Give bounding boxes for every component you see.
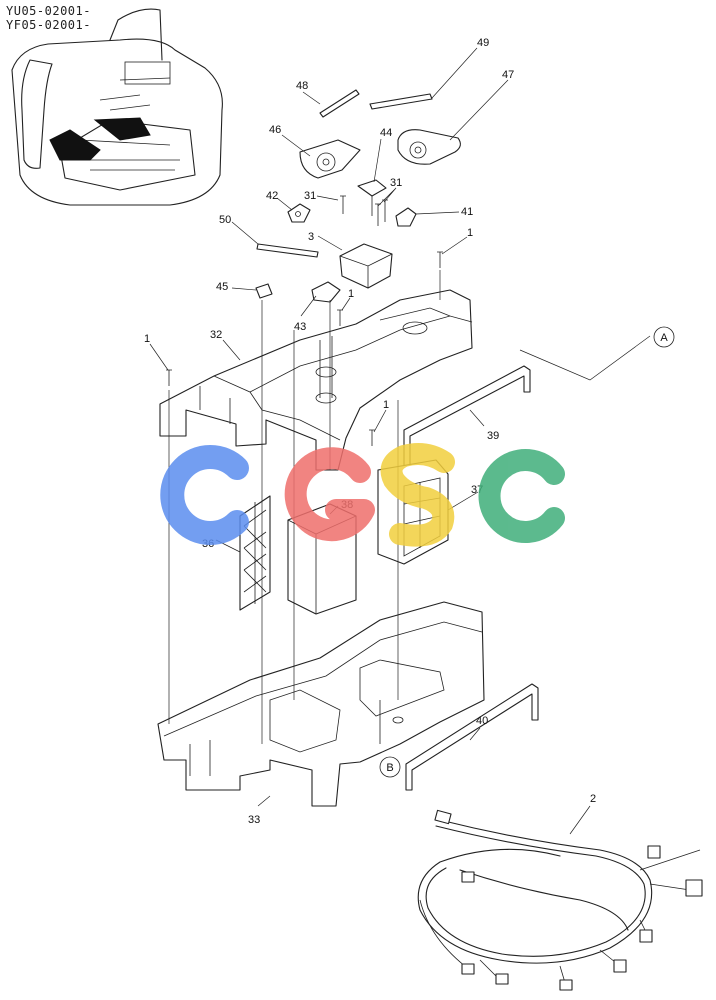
callout-1-left: 1 — [144, 333, 150, 345]
callout-39: 39 — [487, 430, 499, 442]
part-47-bracket — [397, 129, 461, 165]
callout-47: 47 — [502, 69, 514, 81]
serial-range-yu05: YU05-02001- — [6, 4, 91, 18]
callout-32: 32 — [210, 329, 222, 341]
callout-31-right: 31 — [390, 177, 402, 189]
watermark-letter-c1 — [160, 445, 249, 545]
callout-44: 44 — [380, 127, 392, 139]
part-33-lower-housing — [157, 601, 485, 807]
watermark-letter-s — [380, 443, 455, 547]
part-41-clamp — [395, 207, 417, 227]
callout-31-left: 31 — [304, 190, 316, 202]
callout-1-upper-right: 1 — [467, 227, 473, 239]
part-2-wire-harness — [417, 809, 703, 991]
part-3-switch-block — [339, 243, 393, 289]
part-31-bolts — [340, 195, 388, 226]
part-32-upper-housing — [159, 289, 473, 471]
callout-42: 42 — [266, 190, 278, 202]
reference-marker-a: A — [653, 326, 675, 348]
watermark-letter-g — [284, 447, 375, 542]
callout-40: 40 — [476, 715, 488, 727]
part-40-seal — [405, 683, 539, 791]
watermark-logo — [160, 443, 565, 547]
part-46-bracket — [299, 139, 361, 179]
callout-33: 33 — [248, 814, 260, 826]
callout-1-center: 1 — [348, 288, 354, 300]
machine-location-thumbnail — [11, 8, 223, 206]
part-50-rod — [256, 243, 319, 258]
callout-46: 46 — [269, 124, 281, 136]
part-45-clip — [255, 283, 273, 299]
callout-2: 2 — [590, 793, 596, 805]
part-49-rod — [369, 93, 433, 110]
part-43-bracket — [311, 281, 341, 303]
part-44-valve — [357, 179, 387, 216]
watermark-letter-c2 — [478, 449, 565, 543]
callout-45: 45 — [216, 281, 228, 293]
reference-marker-b-label: B — [386, 762, 393, 774]
callout-3: 3 — [308, 231, 314, 243]
part-42-clamp — [287, 203, 311, 223]
callout-50: 50 — [219, 214, 231, 226]
reference-marker-a-label: A — [660, 332, 668, 344]
part-48-rod — [319, 89, 360, 118]
callout-41: 41 — [461, 206, 473, 218]
callout-43: 43 — [294, 321, 306, 333]
serial-range-yf05: YF05-02001- — [6, 18, 91, 32]
reference-marker-b: B — [379, 756, 401, 778]
callout-48: 48 — [296, 80, 308, 92]
callout-49: 49 — [477, 37, 489, 49]
callout-1-lower: 1 — [383, 399, 389, 411]
callout-labels: 49 48 47 46 44 31 31 42 41 3 50 1 45 1 4… — [144, 37, 596, 826]
